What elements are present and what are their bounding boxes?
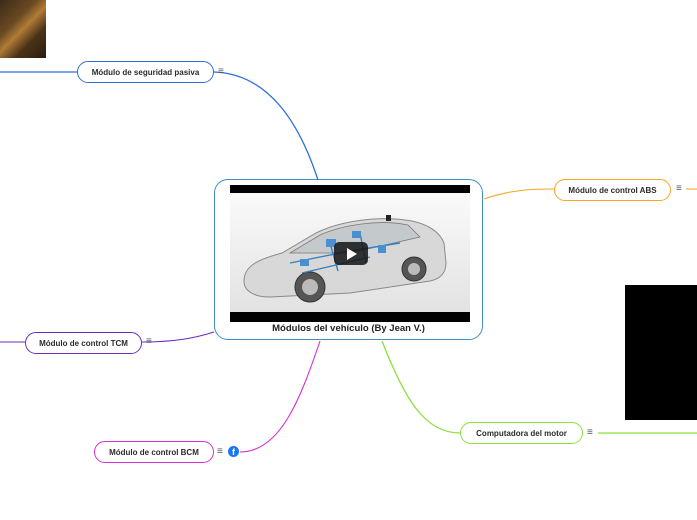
video-thumbnail[interactable] (230, 185, 470, 322)
node-seguridad-pasiva[interactable]: Módulo de seguridad pasiva (77, 61, 214, 83)
black-media-block (625, 285, 697, 420)
central-topic[interactable]: Módulos del vehículo (By Jean V.) (214, 179, 483, 340)
facebook-icon[interactable]: f (228, 446, 239, 457)
connector-bcm (239, 340, 321, 453)
connector-seguridad (213, 71, 319, 181)
menu-icon-bcm[interactable]: ≡ (217, 446, 223, 457)
connector-tcm (141, 331, 215, 343)
node-control-bcm[interactable]: Módulo de control BCM (94, 441, 214, 463)
cropped-photo-thumbnail (0, 0, 46, 58)
node-control-abs[interactable]: Módulo de control ABS (554, 179, 671, 201)
connector-motor (381, 340, 461, 434)
central-topic-title: Módulos del vehículo (By Jean V.) (272, 323, 425, 334)
menu-icon-motor[interactable]: ≡ (587, 427, 593, 438)
play-button-icon[interactable] (334, 242, 368, 265)
menu-icon-seguridad[interactable]: ≡ (218, 66, 224, 77)
menu-icon-tcm[interactable]: ≡ (146, 336, 152, 347)
node-computadora-motor[interactable]: Computadora del motor (460, 422, 583, 444)
connector-abs (483, 188, 555, 200)
node-control-tcm[interactable]: Módulo de control TCM (25, 332, 142, 354)
menu-icon-abs[interactable]: ≡ (676, 183, 682, 194)
